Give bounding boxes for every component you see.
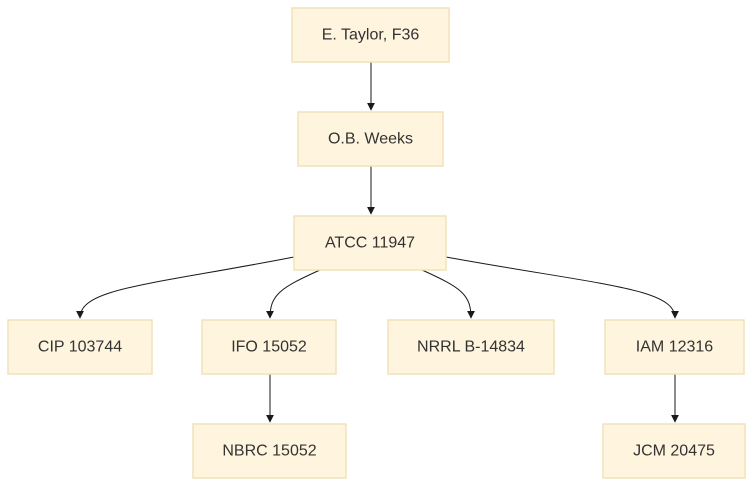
node-label-iam: IAM 12316: [636, 339, 713, 356]
edge-atcc-nrrl: [421, 269, 475, 319]
edge-atcc-iam: [445, 256, 679, 319]
edge-atcc-ifo: [266, 269, 321, 319]
node-label-jcm: JCM 20475: [633, 443, 715, 460]
node-ifo: IFO 15052: [201, 319, 337, 375]
node-label-taylor: E. Taylor, F36: [322, 27, 420, 44]
node-label-atcc: ATCC 11947: [325, 235, 415, 252]
node-atcc: ATCC 11947: [293, 215, 447, 271]
edge-atcc-cip: [76, 256, 295, 319]
node-cip: CIP 103744: [7, 319, 153, 375]
node-label-cip: CIP 103744: [38, 339, 122, 356]
node-label-weeks: O.B. Weeks: [328, 131, 413, 148]
node-taylor: E. Taylor, F36: [291, 7, 450, 63]
edges-layer: [76, 62, 679, 423]
node-jcm: JCM 20475: [602, 423, 746, 479]
node-weeks: O.B. Weeks: [297, 111, 444, 167]
node-nbrc: NBRC 15052: [192, 423, 347, 479]
node-label-nbrc: NBRC 15052: [222, 443, 316, 460]
node-label-nrrl: NRRL B-14834: [417, 339, 525, 356]
node-iam: IAM 12316: [604, 319, 745, 375]
node-label-ifo: IFO 15052: [231, 339, 307, 356]
node-nrrl: NRRL B-14834: [387, 319, 555, 375]
